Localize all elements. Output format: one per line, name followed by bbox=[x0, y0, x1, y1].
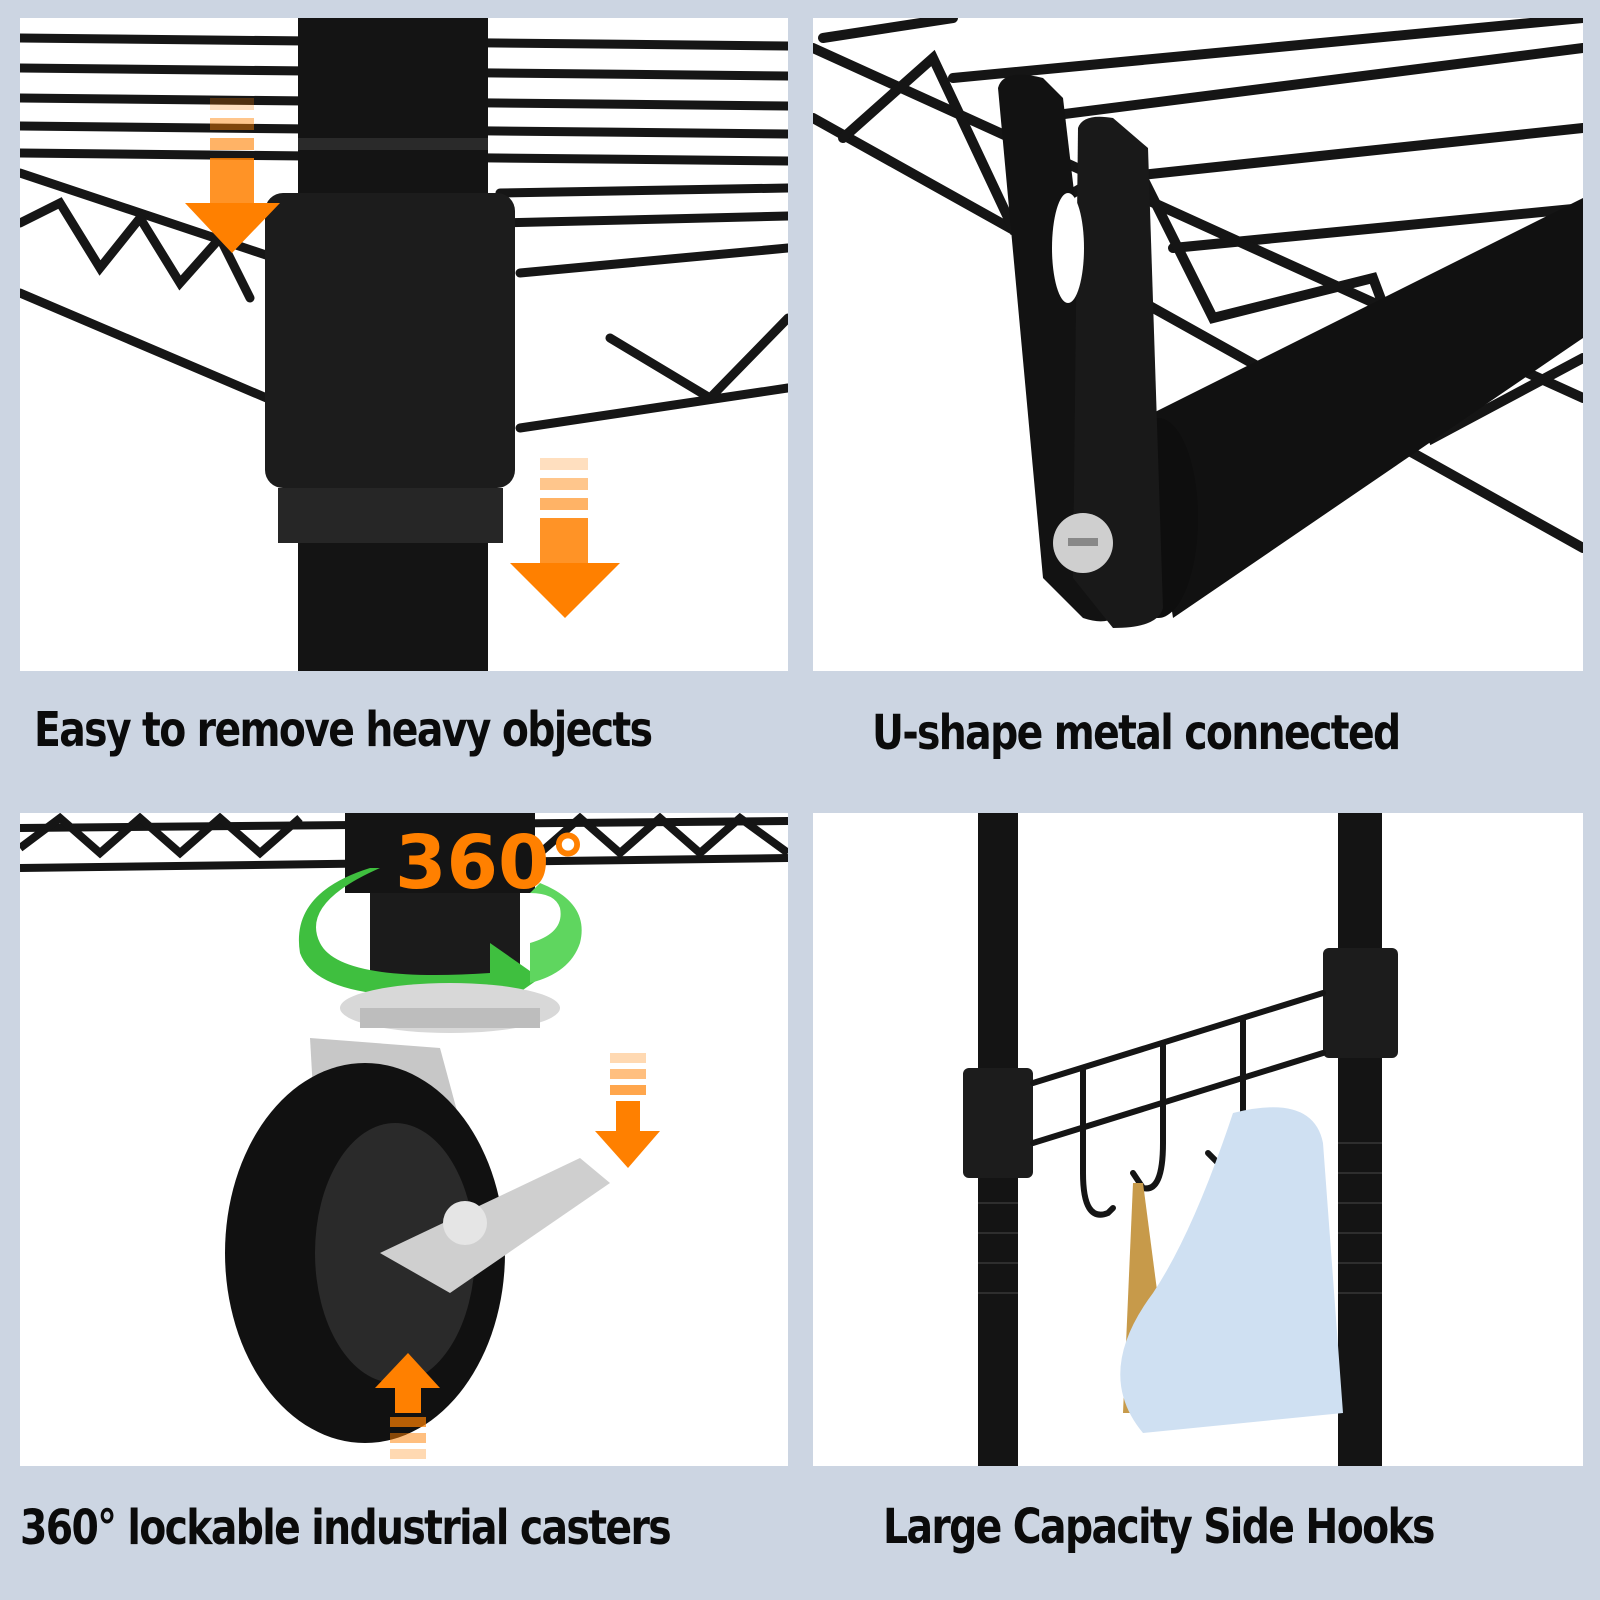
bag bbox=[1120, 1107, 1343, 1433]
caster-photo: 360° bbox=[20, 813, 788, 1466]
sleeve bbox=[963, 1068, 1033, 1178]
u-connector-illustration bbox=[813, 18, 1583, 628]
down-arrow-icon bbox=[185, 98, 280, 253]
sleeve bbox=[265, 193, 515, 488]
brake-pedal bbox=[380, 1158, 610, 1293]
u-connector-photo bbox=[813, 18, 1583, 671]
caption-side-hooks: Large Capacity Side Hooks bbox=[883, 1499, 1435, 1555]
wire-shelf bbox=[813, 18, 1583, 553]
pole bbox=[345, 813, 535, 893]
caption-easy-remove: Easy to remove heavy objects bbox=[34, 702, 653, 758]
caption-casters: 360° lockable industrial casters bbox=[20, 1500, 672, 1556]
up-arrow-icon bbox=[375, 1353, 440, 1459]
rotate-arrow-icon bbox=[298, 868, 540, 1013]
caption-u-shape: U-shape metal connected bbox=[872, 705, 1401, 761]
down-arrow-icon bbox=[510, 458, 620, 618]
side-hooks-illustration bbox=[963, 813, 1398, 1466]
pole-sleeve-illustration bbox=[20, 18, 788, 671]
rotation-badge: 360° bbox=[395, 820, 586, 906]
side-hooks-photo bbox=[813, 813, 1583, 1466]
pole-sleeve-photo bbox=[20, 18, 788, 671]
down-arrow-icon bbox=[595, 1053, 660, 1168]
caster-illustration: 360° bbox=[20, 813, 788, 1459]
pole bbox=[1338, 813, 1382, 1466]
